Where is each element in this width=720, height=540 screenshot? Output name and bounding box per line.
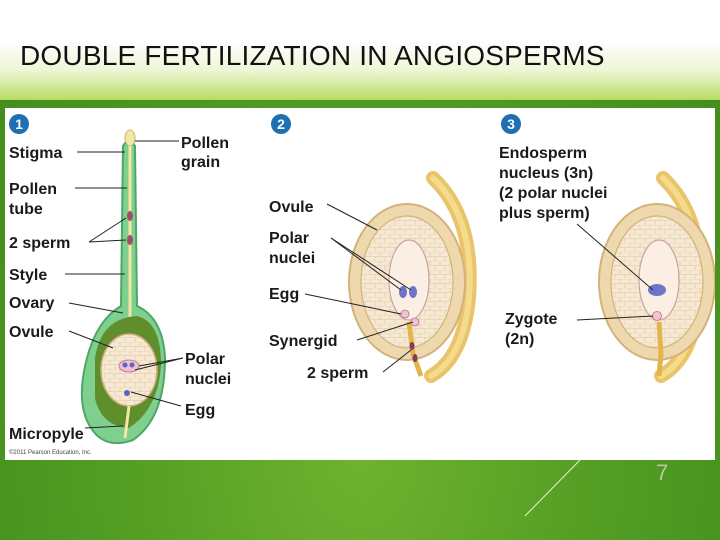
egg-1 <box>124 390 130 396</box>
slide-title: DOUBLE FERTILIZATION IN ANGIOSPERMS <box>20 40 605 71</box>
panel-3: 3 Endosperm nucleus (3n) (2 polar nuclei… <box>499 114 715 383</box>
label-ovule: Ovule <box>9 324 54 341</box>
label-2-sperm-2: 2 sperm <box>307 365 368 382</box>
embryo-sac-2 <box>388 239 430 321</box>
panel-1-badge <box>9 114 29 134</box>
panel-3-leader-lines <box>576 223 654 321</box>
label-polar-nuclei-2: nuclei <box>185 371 231 388</box>
label-endosperm-4: plus sperm) <box>499 205 590 222</box>
label-style: Style <box>9 267 47 284</box>
label-pollen-grain-1: Pollen <box>181 135 229 152</box>
panel-1: 1 Stigma Pollen <box>9 114 231 456</box>
label-zygote-2: (2n) <box>505 331 534 348</box>
pollen-tube-3 <box>656 321 664 377</box>
copyright-text: ©2011 Pearson Education, Inc. <box>9 449 92 456</box>
panel-1-number: 1 <box>15 116 23 132</box>
label-polar-nuclei-1: Polar <box>185 351 225 368</box>
label-endosperm-1: Endosperm <box>499 145 587 162</box>
sperm-1 <box>127 211 133 221</box>
label-polar-nuclei-2b: nuclei <box>269 250 315 267</box>
diagram-figure: 1 Stigma Pollen <box>5 108 715 460</box>
endosperm-nucleus <box>648 284 666 296</box>
sperm-2b <box>412 354 418 362</box>
label-ovary: Ovary <box>9 295 54 312</box>
label-2-sperm: 2 sperm <box>9 235 70 252</box>
panel-2-leader-lines <box>304 203 414 373</box>
panel-2: 2 Ovule Polar nuclei Egg Synergid 2 sper… <box>269 114 477 383</box>
label-pollen-tube-1: Pollen <box>9 181 57 198</box>
label-ovule-2: Ovule <box>269 199 314 216</box>
label-endosperm-2: nucleus (3n) <box>499 165 593 182</box>
panel-2-badge <box>271 114 291 134</box>
label-polar-nuclei-2a: Polar <box>269 230 309 247</box>
sperm-2a <box>409 342 415 350</box>
label-egg-2: Egg <box>269 286 299 303</box>
panel-1-leader-lines <box>65 140 184 429</box>
pollen-tube-2 <box>406 321 424 377</box>
label-endosperm-3: (2 polar nuclei <box>499 185 607 202</box>
slide-number: 7 <box>656 460 669 485</box>
panel-3-badge <box>501 114 521 134</box>
label-stigma: Stigma <box>9 145 62 162</box>
polar-nucleus-a <box>399 286 407 298</box>
panel-2-number: 2 <box>277 116 285 132</box>
label-micropyle: Micropyle <box>9 426 84 443</box>
label-pollen-grain-2: grain <box>181 154 220 171</box>
label-pollen-tube-2: tube <box>9 201 43 218</box>
panel-3-number: 3 <box>507 116 515 132</box>
polar-nucleus-b <box>409 286 417 298</box>
label-zygote-1: Zygote <box>505 311 558 328</box>
label-synergid: Synergid <box>269 333 337 350</box>
title-band <box>0 0 720 100</box>
label-egg: Egg <box>185 402 215 419</box>
double-fertilization-diagram: 1 Stigma Pollen <box>9 114 715 456</box>
sperm-2 <box>127 235 133 245</box>
